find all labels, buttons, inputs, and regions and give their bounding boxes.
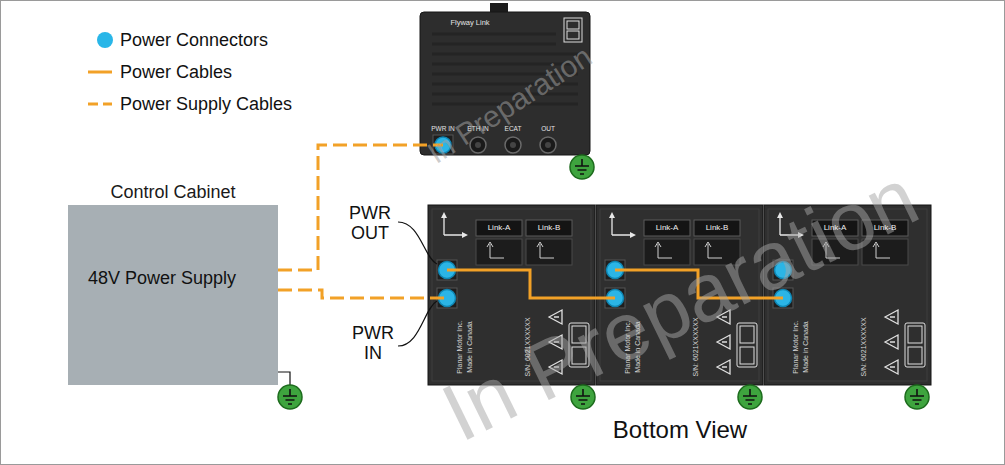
- port-label: ECAT: [505, 125, 522, 132]
- watermark: In Preparation: [422, 39, 599, 171]
- legend-line-sample: [86, 60, 114, 84]
- ground-symbols: [570, 155, 594, 179]
- controller-unit-body: [567, 21, 579, 29]
- motor-modules: [764, 205, 931, 385]
- legend-entry: Power Supply Cables: [86, 92, 292, 116]
- legend-sample: [86, 92, 114, 116]
- legend-swatch: [97, 32, 113, 48]
- power-supply-cable: [278, 290, 447, 298]
- legend-line: [88, 103, 112, 106]
- legend-text: Power Cables: [120, 62, 232, 83]
- port-label: Link-B: [706, 223, 729, 232]
- cable-group: [278, 145, 783, 298]
- port-label: Link-A: [488, 223, 511, 232]
- legend-text: Power Connectors: [120, 30, 268, 51]
- controller-unit-body: [510, 142, 516, 148]
- port-label: Link-A: [824, 223, 847, 232]
- legend-entry: Power Connectors: [86, 28, 268, 52]
- origin-label: Made in Canada: [466, 321, 474, 372]
- serial-number: S/N: 6021XXXXXX: [860, 317, 868, 376]
- maker-label: Planar Motor Inc.: [792, 320, 800, 373]
- ground-symbols: [571, 385, 595, 409]
- serial-number: S/N: 6021XXXXXX: [524, 317, 532, 376]
- motor-module: Link-A Link-B S/N: 6021XXXXXX Planar Motor …: [596, 205, 763, 385]
- leader-lines: [398, 301, 437, 346]
- port-label: Link-A: [656, 223, 679, 232]
- controller-unit-body: [420, 12, 590, 155]
- port-label: OUT: [541, 125, 555, 132]
- motor-modules: [428, 205, 931, 385]
- power-cable: [615, 270, 783, 298]
- cabinet-heading: Control Cabinet: [110, 182, 235, 203]
- controller-unit: Flyway LinkPWR IN ETH IN ECAT OUT: [420, 12, 590, 155]
- ground-symbols: [738, 385, 762, 409]
- controller-unit-body: [540, 137, 556, 153]
- view-caption: Bottom View: [613, 416, 747, 444]
- motor-module: Link-A Link-B S/N: 6021XXXXXX Planar Motor …: [764, 205, 931, 385]
- controller-unit-body: [432, 34, 578, 104]
- serial-number: S/N: 6021XXXXXX: [692, 317, 700, 376]
- controller-unit-body: [564, 18, 582, 42]
- power-cable: [447, 270, 615, 298]
- legend-line: [88, 71, 112, 74]
- controller-unit-body: [420, 3, 590, 155]
- origin-label: Made in Canada: [802, 321, 810, 372]
- watermark: In Preparation: [428, 150, 932, 461]
- ground-wires: [278, 372, 290, 385]
- ground-symbols: [905, 385, 929, 409]
- controller-unit-body: [505, 137, 521, 153]
- legend-entry: Power Cables: [86, 60, 232, 84]
- device-name: Flyway Link: [450, 19, 489, 28]
- port-label: PWR IN: [431, 125, 454, 132]
- legend-sample: [86, 28, 114, 52]
- control-cabinet: Control Cabinet48V Power Supply: [68, 205, 278, 385]
- controller-unit-body: [470, 137, 486, 153]
- motor-modules: [596, 205, 763, 385]
- leader-lines: [398, 222, 437, 264]
- motor-module: Link-A Link-B S/N: 6021XXXXXX Planar Motor …: [428, 205, 595, 385]
- power-supply-label: 48V Power Supply: [88, 268, 236, 289]
- maker-label: Planar Motor Inc.: [456, 320, 464, 373]
- port-label: ETH IN: [467, 125, 488, 132]
- legend-sample: [86, 60, 114, 84]
- legend-text: Power Supply Cables: [120, 94, 292, 115]
- ground-symbols: [278, 385, 302, 409]
- maker-label: Planar Motor Inc.: [624, 320, 632, 373]
- motor-modules: [428, 205, 595, 385]
- port-label: Link-B: [874, 223, 897, 232]
- ground-symbols: [278, 155, 929, 409]
- ground-wires: [278, 372, 290, 385]
- legend-line-sample: [86, 92, 114, 116]
- connector-callout: PWR OUT: [345, 203, 395, 243]
- controller-unit-body: [567, 31, 579, 39]
- connector-callout: PWR IN: [348, 323, 398, 363]
- origin-label: Made in Canada: [634, 321, 642, 372]
- controller-unit-body: [475, 142, 481, 148]
- leader-lines: [398, 222, 437, 346]
- power-supply-cable: [278, 145, 443, 270]
- controller-unit-body: [545, 142, 551, 148]
- port-label: Link-B: [538, 223, 561, 232]
